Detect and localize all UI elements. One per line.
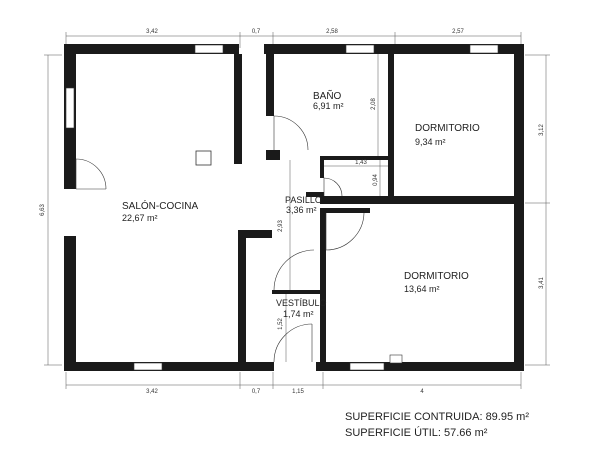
dim-interior-5: 1,52 bbox=[278, 318, 284, 330]
room-area-salon-cocina: 22,67 m² bbox=[122, 213, 158, 223]
room-area-dormitorio-1: 9,34 m² bbox=[415, 137, 446, 147]
dim-bottom-1: 3,42 bbox=[146, 389, 158, 395]
room-name-dormitorio-1: DORMITORIO bbox=[415, 123, 480, 134]
doors bbox=[75, 115, 365, 363]
room-area-vestibulo: 1,74 m² bbox=[283, 309, 314, 319]
dim-left-1: 6,63 bbox=[40, 204, 46, 216]
room-name-vestibulo: VESTÍBULO bbox=[276, 298, 327, 308]
dim-bottom-4: 4 bbox=[420, 389, 424, 395]
dim-interior-1: 2,08 bbox=[371, 98, 377, 110]
room-area-pasillo: 3,36 m² bbox=[286, 205, 317, 215]
room-name-salon-cocina: SALÓN-COCINA bbox=[122, 199, 198, 212]
dim-top-3: 2,58 bbox=[326, 29, 338, 35]
room-area-dormitorio-2: 13,64 m² bbox=[404, 284, 440, 294]
room-name-pasillo: PASILLO bbox=[285, 195, 322, 205]
dimension-right bbox=[525, 54, 550, 366]
dim-bottom-3: 1,15 bbox=[292, 389, 304, 395]
dim-right-1: 3,12 bbox=[539, 124, 545, 136]
room-name-bano: BAÑO bbox=[313, 89, 342, 102]
dim-right-2: 3,41 bbox=[539, 277, 545, 289]
summary-construida: SUPERFICIE CONTRUIDA: 89.95 m² bbox=[345, 411, 529, 423]
interior-walls bbox=[234, 54, 524, 370]
room-area-bano: 6,91 m² bbox=[313, 101, 344, 111]
dimension-left bbox=[44, 54, 62, 366]
dimension-bottom bbox=[65, 372, 522, 389]
dim-bottom-2: 0,7 bbox=[252, 389, 261, 395]
dim-interior-3: 0,94 bbox=[373, 174, 379, 186]
dim-top-1: 3,42 bbox=[146, 29, 158, 35]
dimension-top bbox=[65, 32, 522, 48]
column bbox=[195, 150, 212, 166]
summary-util: SUPERFICIE ÚTIL: 57.66 m² bbox=[345, 426, 488, 439]
dim-interior-4: 2,93 bbox=[278, 220, 284, 232]
windows bbox=[65, 44, 499, 371]
interior-guides bbox=[285, 54, 388, 362]
dim-top-4: 2,57 bbox=[452, 29, 464, 35]
exterior-walls bbox=[64, 44, 524, 371]
dim-interior-2: 1,43 bbox=[355, 160, 367, 166]
dim-top-2: 0,7 bbox=[252, 29, 261, 35]
room-name-dormitorio-2: DORMITORIO bbox=[404, 271, 469, 282]
